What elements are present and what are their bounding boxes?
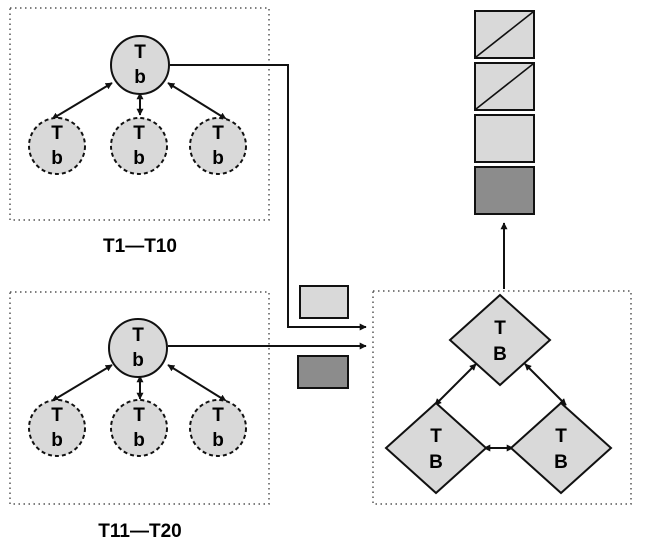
group-1-child-node-3: T b — [189, 117, 247, 175]
aggregator-right-label-bottom: B — [554, 452, 568, 473]
group-2-root-label-top: T — [132, 325, 144, 346]
group-1-child-node-1: T b — [28, 117, 86, 175]
aggregator-left-label-top: T — [430, 426, 442, 447]
group-2-child-node-3: T b — [189, 399, 247, 457]
group-1-child-3-label-bottom: b — [212, 148, 224, 169]
group-2-root-node: T b — [108, 318, 168, 378]
group-1-root-label-bottom: b — [134, 67, 146, 88]
stack-block-2-slash — [475, 63, 534, 110]
group-2-edge-right — [167, 364, 227, 402]
group-2-boundary — [9, 291, 270, 505]
group-1-boundary — [9, 7, 270, 221]
block-stack — [474, 10, 535, 215]
group-1-to-aggregator-arrow — [170, 64, 367, 331]
group-2-child-3-label-bottom: b — [212, 430, 224, 451]
group-2-root-label-bottom: b — [132, 350, 144, 371]
aggregator-group: T B T B T B — [372, 290, 632, 505]
aggregator-edge-top-right — [524, 363, 567, 406]
aggregator-boundary — [372, 290, 632, 505]
group-2-child-1-label-top: T — [51, 405, 63, 426]
group-1-root-label-top: T — [134, 42, 146, 63]
group-1-edge-right — [167, 82, 227, 120]
group-1-root-node: T b — [110, 35, 170, 95]
group-2-edge-left — [51, 364, 113, 402]
aggregator-edge-top-left — [434, 363, 477, 406]
group-1-child-node-2: T b — [110, 117, 168, 175]
group-1: T b T b T b T b T1—T10 — [9, 7, 270, 257]
group-2-child-node-1: T b — [28, 399, 86, 457]
group-1-child-1-label-bottom: b — [51, 148, 63, 169]
side-block-dark — [297, 355, 349, 389]
group-2: T b T b T b T b T11—T20 — [9, 291, 270, 542]
aggregator-top-label-top: T — [494, 318, 506, 339]
group-1-child-2-label-bottom: b — [133, 148, 145, 169]
aggregator-right-node: T B — [509, 401, 613, 495]
aggregator-right-label-top: T — [555, 426, 567, 447]
side-block-light — [299, 285, 349, 319]
group-1-label: T1—T10 — [103, 236, 177, 257]
aggregator-top-node: T B — [448, 293, 552, 387]
group-2-child-node-2: T b — [110, 399, 168, 457]
group-2-child-2-label-bottom: b — [133, 430, 145, 451]
aggregator-left-label-bottom: B — [429, 452, 443, 473]
group-2-child-2-label-top: T — [133, 405, 145, 426]
aggregator-left-node: T B — [384, 401, 488, 495]
group-2-label: T11—T20 — [98, 521, 181, 542]
group-2-child-1-label-bottom: b — [51, 430, 63, 451]
group-1-child-1-label-top: T — [51, 123, 63, 144]
group-1-child-3-label-top: T — [212, 123, 224, 144]
group-1-edge-left — [51, 82, 113, 120]
stack-block-1-slash — [475, 11, 534, 58]
stack-block-3 — [474, 114, 535, 163]
group-1-child-2-label-top: T — [133, 123, 145, 144]
group-2-child-3-label-top: T — [212, 405, 224, 426]
aggregator-top-label-bottom: B — [493, 344, 507, 365]
stack-block-4 — [474, 166, 535, 215]
